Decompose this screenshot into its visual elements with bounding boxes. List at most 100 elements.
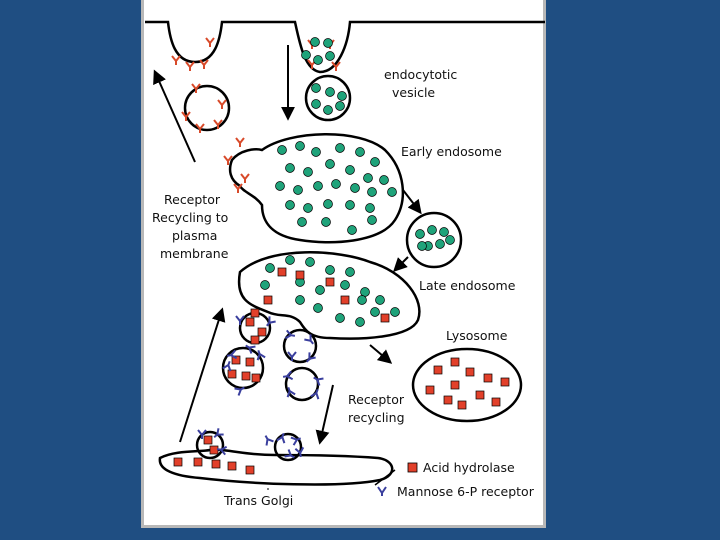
ligand-particle xyxy=(345,267,355,277)
receptor-mark xyxy=(222,360,232,372)
hydrolase-particle xyxy=(257,327,267,337)
ligand-particle xyxy=(323,199,333,209)
label-endocytotic-1: endocytotic xyxy=(384,67,457,82)
receptor-mark xyxy=(284,329,296,340)
hydrolase-particle xyxy=(491,397,501,407)
ligand-particle xyxy=(323,105,333,115)
receptor-mark xyxy=(205,37,215,47)
hydrolase-particle xyxy=(245,317,255,327)
ligand-particle xyxy=(347,225,357,235)
ligand-particle xyxy=(275,181,285,191)
receptor-mark xyxy=(195,123,205,133)
hydrolase-particle xyxy=(203,435,213,445)
receptor-mark xyxy=(216,445,228,456)
ligand-particle xyxy=(345,165,355,175)
ligand-particle xyxy=(363,173,373,183)
hydrolase-particle xyxy=(277,267,287,277)
legend-receptor-icon xyxy=(377,486,387,496)
ligand-particle xyxy=(331,179,341,189)
hydrolase-particle xyxy=(193,457,203,467)
receptor-mark xyxy=(226,349,238,360)
receptor-mark xyxy=(294,446,305,458)
ligand-particle xyxy=(313,303,323,313)
ligand-particle xyxy=(427,225,437,235)
ligand-particle xyxy=(313,55,323,65)
golgi-bud xyxy=(273,432,303,462)
label-receptor-recycling-plasma-3: plasma xyxy=(172,228,217,243)
hydrolase-particle xyxy=(263,295,273,305)
ligand-particle xyxy=(439,227,449,237)
receptor-mark xyxy=(286,386,296,398)
ligand-particle xyxy=(305,257,315,267)
hydrolase-particle xyxy=(433,365,443,375)
particles xyxy=(171,37,510,475)
ligand-particle xyxy=(293,185,303,195)
receptor-mark xyxy=(197,429,207,439)
hydrolase-particle xyxy=(251,373,261,383)
receptor-mark xyxy=(331,61,341,71)
label-receptor-recycling-plasma-1: Receptor xyxy=(164,192,221,207)
hydrolase-particle xyxy=(500,377,510,387)
hydrolase-particle xyxy=(173,457,183,467)
ligand-particle xyxy=(355,147,365,157)
ligand-particle xyxy=(367,187,377,197)
ligand-particle xyxy=(297,217,307,227)
ligand-particle xyxy=(313,181,323,191)
label-lysosome: Lysosome xyxy=(446,328,508,343)
receptor-mark xyxy=(284,449,295,459)
hydrolase-particle xyxy=(340,295,350,305)
hydrolase-particle xyxy=(465,367,475,377)
ligand-particle xyxy=(285,200,295,210)
ligand-particle xyxy=(260,280,270,290)
ligand-particle xyxy=(415,229,425,239)
ligand-particle xyxy=(285,255,295,265)
receptor-vesicle xyxy=(282,328,318,364)
receptor-mark xyxy=(213,428,224,438)
hydrolase-particle xyxy=(227,461,237,471)
receptor-mark xyxy=(181,111,191,121)
hydrolase-particle xyxy=(250,335,260,345)
hydrolase-particle xyxy=(209,445,219,455)
receptor-mark xyxy=(171,55,181,65)
receptor-mark xyxy=(287,351,297,361)
ligand-particle xyxy=(325,265,335,275)
ligand-particle xyxy=(350,183,360,193)
receptor-mark xyxy=(306,352,316,363)
ligand-particle xyxy=(323,38,333,48)
plasma-membrane xyxy=(145,20,545,74)
arrow-to-late-endosome xyxy=(393,256,409,272)
ligand-particle xyxy=(345,200,355,210)
hydrolase-particle xyxy=(475,390,485,400)
receptor-mark xyxy=(290,436,302,446)
hydrolase-particle xyxy=(295,270,305,280)
ligand-particle xyxy=(390,307,400,317)
ligand-particle xyxy=(295,295,305,305)
receptor-mark xyxy=(217,99,227,109)
hydrolase-particle xyxy=(227,369,237,379)
arrow-recycling-up xyxy=(153,69,196,163)
label-trans-golgi: Trans Golgi xyxy=(223,493,293,508)
ligand-particle xyxy=(417,241,427,251)
lysosome xyxy=(411,347,523,423)
ligand-particle xyxy=(303,203,313,213)
ligand-particle xyxy=(301,50,311,60)
ligand-particle xyxy=(335,313,345,323)
hydrolase-particle xyxy=(483,373,493,383)
early-endosome xyxy=(228,133,405,244)
arrow-to-lysosome xyxy=(369,344,393,364)
hydrolase-particle xyxy=(245,465,255,475)
receptor-mark xyxy=(266,316,276,327)
late-endosome xyxy=(237,251,421,340)
arrow-to-legend xyxy=(374,469,396,486)
sorting-vesicle xyxy=(405,211,463,269)
trans-golgi xyxy=(158,448,394,486)
ligand-particle xyxy=(340,280,350,290)
receptor-mark xyxy=(276,432,286,444)
receptor-mark xyxy=(264,435,274,446)
label-late-endosome: Late endosome xyxy=(419,278,516,293)
ligand-particle xyxy=(367,215,377,225)
hydrolase-particle xyxy=(380,313,390,323)
ligand-particle xyxy=(445,235,455,245)
ligand-particle xyxy=(335,143,345,153)
